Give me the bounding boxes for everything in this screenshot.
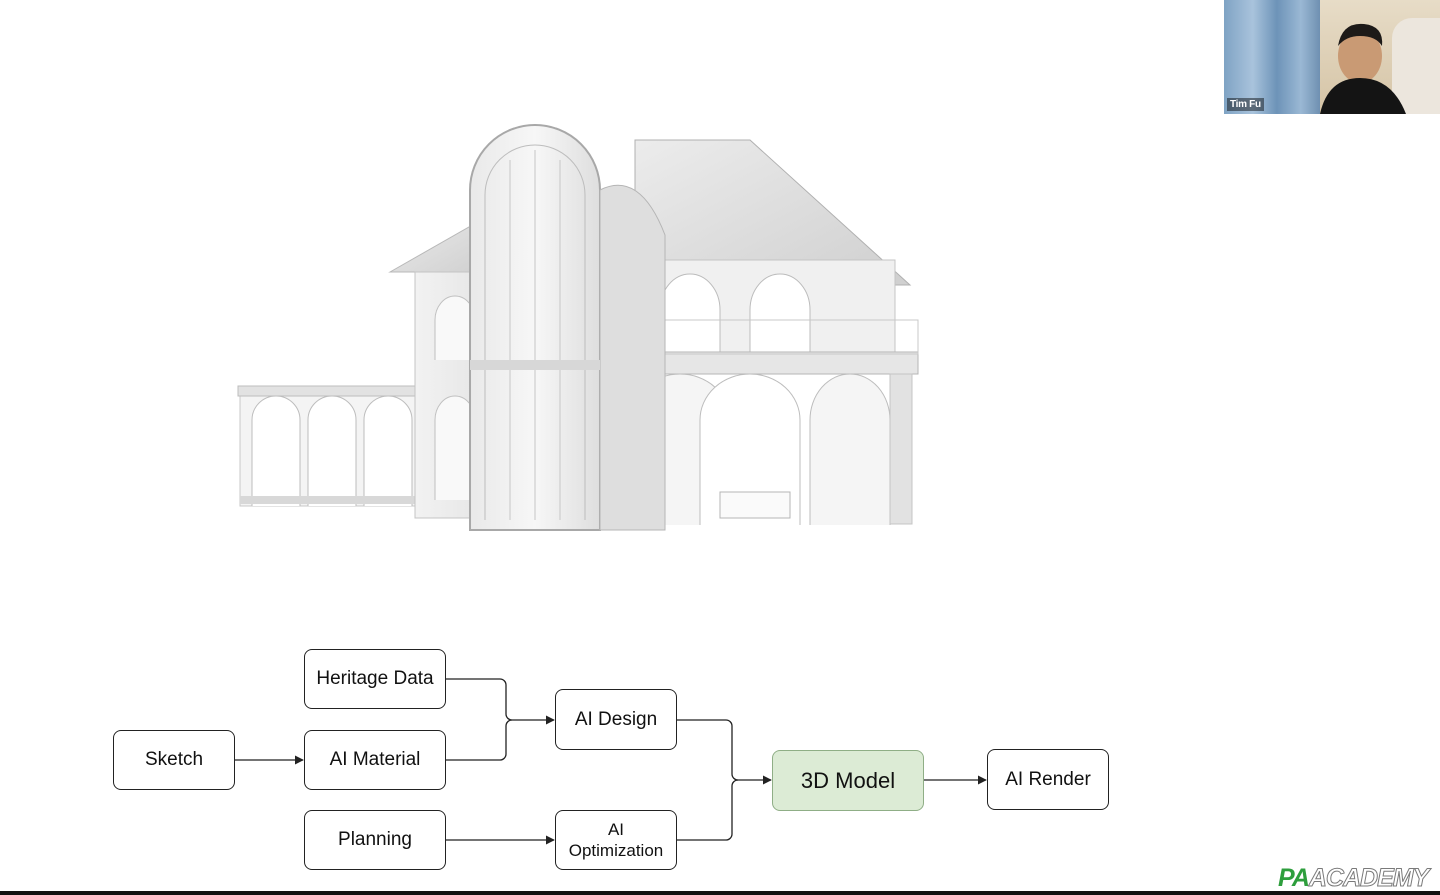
bottom-edge-bar — [0, 891, 1440, 895]
node-label-line1: AI — [607, 820, 625, 839]
webcam-video-tile[interactable]: Tim Fu — [1224, 0, 1440, 114]
participant-name-tag: Tim Fu — [1227, 98, 1264, 111]
node-label: 3D Model — [800, 767, 896, 793]
house-model-illustration — [237, 124, 919, 531]
node-ai-optimization: AI Optimization — [555, 810, 677, 870]
connector-ai-design-to-3d-model — [677, 719, 772, 785]
node-label: AI Render — [1005, 768, 1091, 790]
connector-heritage-to-ai-design — [446, 678, 555, 725]
node-label-line2: Optimization — [568, 841, 664, 860]
node-planning: Planning — [304, 810, 446, 870]
node-ai-design: AI Design — [555, 689, 677, 750]
connector-optimization-to-3d-model — [677, 779, 739, 841]
node-label: Planning — [338, 829, 412, 850]
node-heritage-data: Heritage Data — [304, 649, 446, 709]
node-3d-model: 3D Model — [772, 750, 924, 811]
curtain-background — [1224, 0, 1320, 114]
right-wing — [621, 139, 919, 525]
node-label: AI Design — [574, 708, 658, 730]
node-label: Heritage Data — [316, 668, 434, 689]
pergola-wing — [237, 385, 423, 507]
pa-academy-logo: PAACADEMY — [1278, 864, 1430, 893]
node-label: Sketch — [144, 749, 204, 770]
node-label: AI Material — [329, 749, 421, 770]
logo-part-pa: PA — [1278, 864, 1310, 892]
node-ai-render: AI Render — [987, 749, 1109, 810]
connector-material-to-ai-design — [446, 719, 513, 761]
logo-part-academy: ACADEMY — [1308, 864, 1429, 893]
node-sketch: Sketch — [113, 730, 235, 790]
node-ai-material: AI Material — [304, 730, 446, 790]
participant-video — [1320, 23, 1406, 114]
chair-background — [1392, 18, 1440, 114]
arched-glass-tower — [469, 124, 666, 531]
